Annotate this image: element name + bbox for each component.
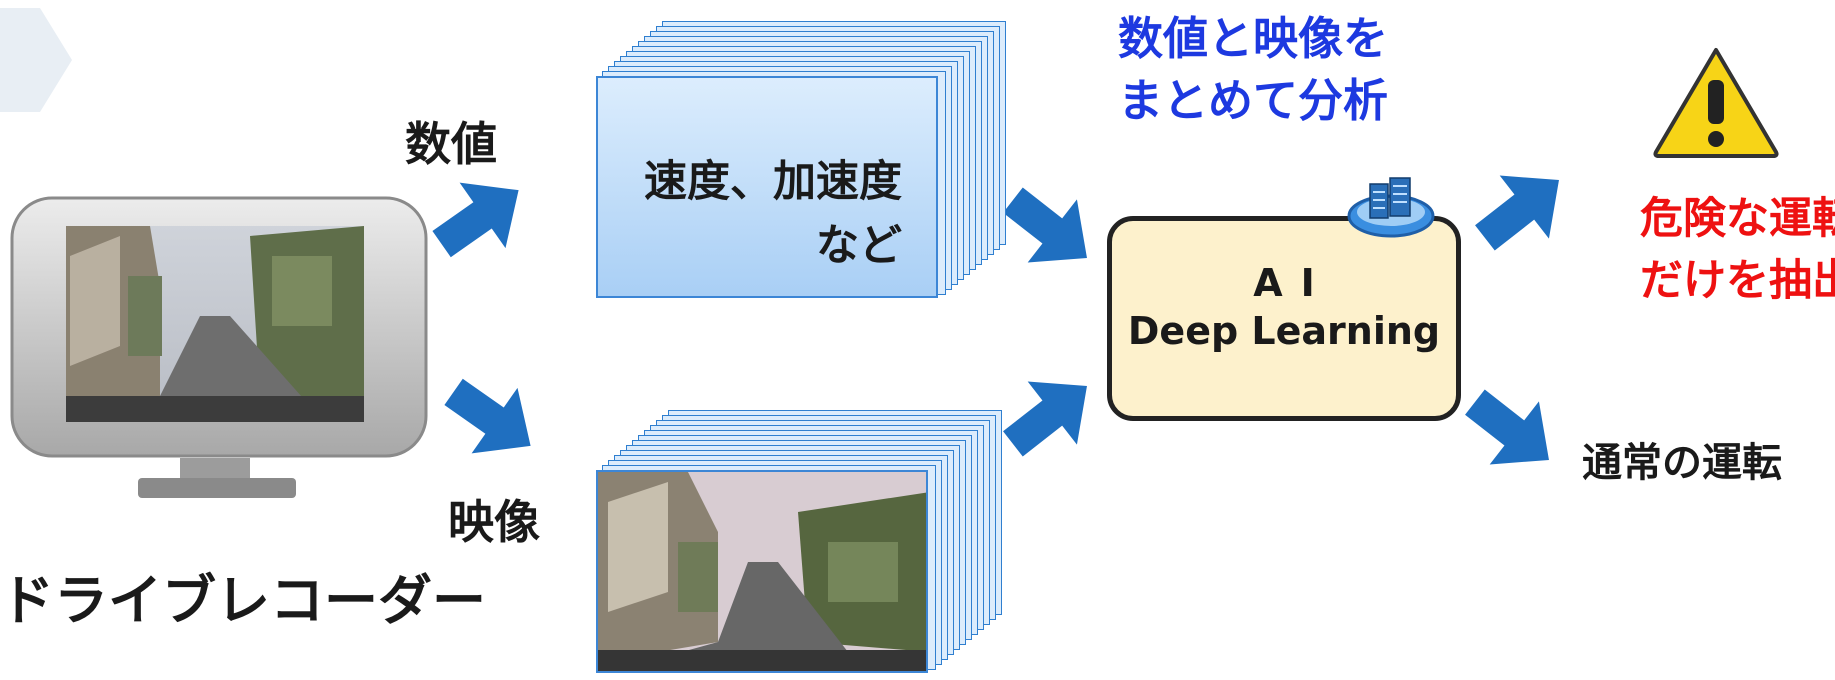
numeric-label: 数値: [405, 117, 497, 171]
normal-driving-label: 通常の運転: [1582, 440, 1782, 486]
drive-recorder-monitor-icon: [10, 196, 428, 498]
arrow-icon: [1003, 187, 1087, 263]
danger-caption: 危険な運転 だけを抽出: [1640, 188, 1835, 312]
arrow-icon: [444, 378, 531, 454]
street-image: [598, 472, 926, 671]
arrow-icon: [1475, 175, 1559, 251]
arrow-icon: [1003, 381, 1087, 457]
danger-caption-line1: 危険な運転: [1640, 194, 1835, 244]
drive-recorder-label: ドライブレコーダー: [0, 569, 486, 632]
server-icon: [1347, 177, 1435, 238]
ai-title: AI: [1253, 261, 1333, 305]
warning-icon: [1653, 48, 1779, 158]
video-frame: [596, 470, 928, 673]
danger-caption-line2: だけを抽出: [1640, 256, 1835, 306]
arrow-icon: [432, 182, 519, 258]
analysis-caption-line2: まとめて分析: [1118, 74, 1389, 127]
analysis-caption-line1: 数値と映像を: [1118, 12, 1389, 65]
video-frame-stack: [596, 398, 1006, 673]
numeric-data-card: 速度、加速度 など: [596, 76, 938, 298]
ai-subtitle: Deep Learning: [1127, 309, 1441, 353]
arrow-icon: [1465, 389, 1549, 465]
video-label: 映像: [448, 495, 540, 549]
analysis-caption: 数値と映像を まとめて分析: [1118, 8, 1388, 132]
numeric-card-line2: など: [816, 221, 902, 271]
numeric-card-line1: 速度、加速度: [644, 157, 902, 207]
background-decoration: [0, 8, 72, 112]
numeric-data-stack: 速度、加速度 など: [596, 14, 1006, 299]
ai-box: AI Deep Learning: [1107, 216, 1461, 421]
